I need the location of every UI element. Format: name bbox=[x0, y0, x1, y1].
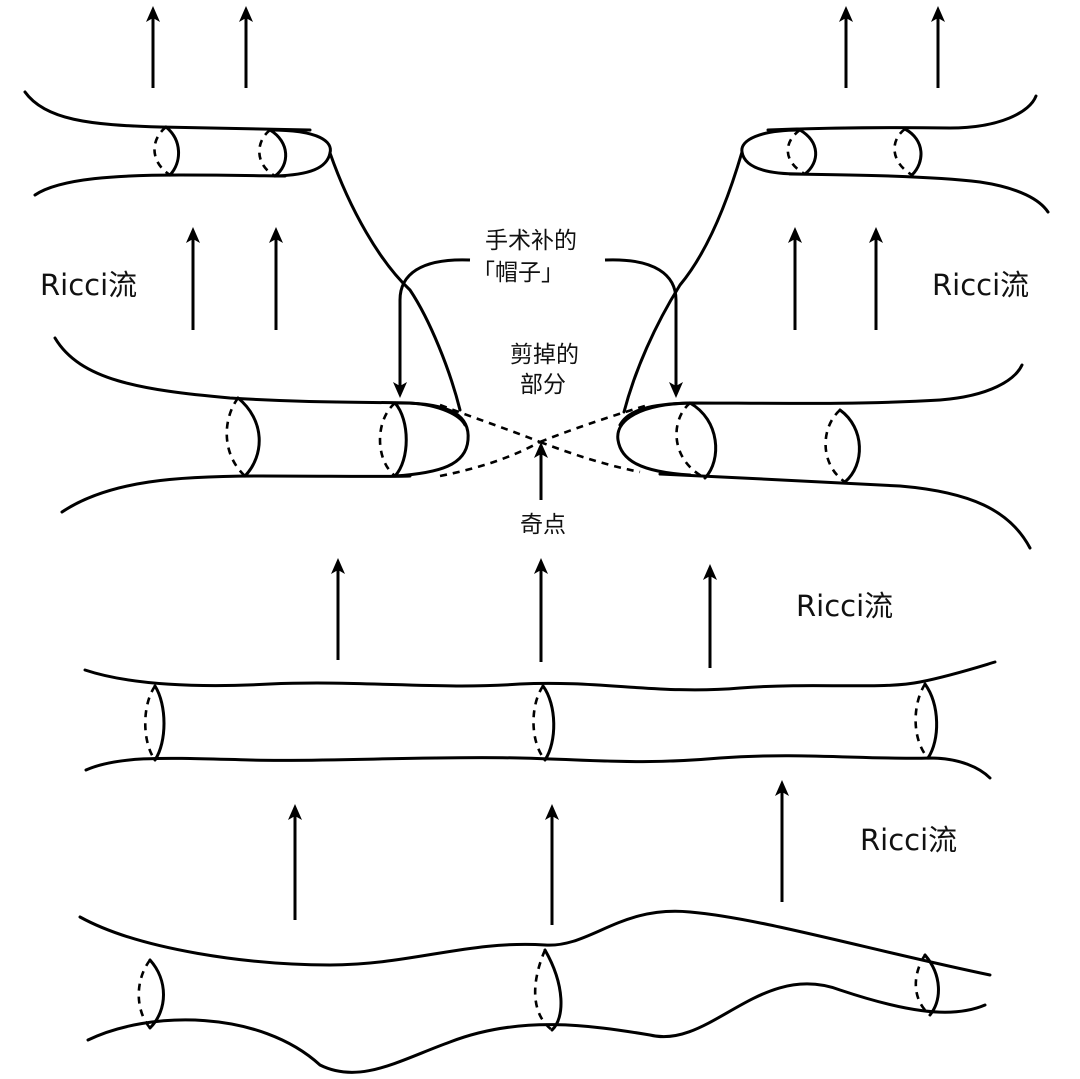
cross-section-back bbox=[533, 949, 553, 1032]
left-cap-seam-front bbox=[393, 401, 408, 478]
cut-neck-top-left bbox=[439, 403, 541, 444]
cut-part-label-line2: 部分 bbox=[520, 372, 566, 398]
right-cross-section-front bbox=[838, 408, 861, 484]
left-tube-trailing-line bbox=[328, 151, 462, 412]
ricci-flow-label-lower: Ricci流 bbox=[860, 823, 957, 857]
right-tube-top-outline bbox=[766, 94, 1038, 132]
cut-neck-top-right bbox=[539, 403, 649, 444]
right-tube-section-front bbox=[903, 127, 923, 177]
stage-separated-left-tube bbox=[23, 90, 462, 412]
surgery-cap-label-line2: 「帽子」 bbox=[472, 260, 564, 286]
left-tube-top-outline bbox=[23, 90, 312, 132]
left-cross-section-front bbox=[236, 396, 261, 478]
right-cap-end bbox=[616, 401, 692, 477]
tube-top-outline bbox=[78, 909, 992, 977]
singularity-label: 奇点 bbox=[520, 512, 566, 538]
cut-neck-bottom-left bbox=[439, 440, 541, 478]
ricci-flow-label-upper-left: Ricci流 bbox=[40, 268, 137, 302]
surgery-cap-arrow-left bbox=[393, 258, 471, 398]
cross-section-back bbox=[532, 685, 547, 761]
tube-top-outline bbox=[83, 660, 997, 692]
right-tube-section-back bbox=[786, 128, 806, 176]
left-bottom-outline bbox=[60, 474, 412, 514]
right-tube-trailing-line bbox=[622, 150, 744, 414]
left-cap-seam-back bbox=[378, 402, 396, 478]
flow-arrows-lower bbox=[288, 780, 789, 925]
right-tube-section-back bbox=[893, 127, 913, 177]
cross-section-front bbox=[148, 958, 165, 1030]
cross-section-back bbox=[914, 683, 930, 759]
right-cap-seam-front bbox=[688, 401, 718, 480]
cross-section-front bbox=[541, 684, 556, 762]
right-bottom-outline bbox=[658, 472, 1032, 550]
flow-arrows-top bbox=[146, 6, 945, 88]
stage-initial-bumpy-tube bbox=[78, 909, 992, 1074]
right-cap-seam-back bbox=[675, 402, 706, 480]
left-cap-end bbox=[393, 401, 470, 478]
flow-arrows-upper bbox=[186, 227, 883, 330]
cut-neck-bottom-right bbox=[539, 440, 641, 474]
right-tube-cap bbox=[740, 128, 802, 176]
left-cross-section-back bbox=[225, 397, 246, 477]
right-cross-section-back bbox=[824, 409, 846, 484]
stage-smoothed-tube bbox=[83, 660, 997, 780]
right-tube-bottom-outline bbox=[788, 172, 1050, 214]
left-tube-bottom-outline bbox=[33, 173, 287, 197]
cross-section-back bbox=[914, 954, 931, 1016]
left-tube-section-front bbox=[164, 125, 180, 177]
cross-section-front bbox=[153, 684, 166, 762]
left-tube-section-front bbox=[268, 128, 288, 178]
stage-pinched-neck bbox=[53, 336, 1032, 550]
left-tube-section-back bbox=[153, 125, 171, 177]
cross-section-front bbox=[543, 948, 563, 1032]
surgery-cap-arrow-right bbox=[604, 258, 683, 398]
left-top-outline bbox=[53, 336, 467, 427]
cross-section-front bbox=[923, 953, 940, 1017]
cross-section-back bbox=[143, 685, 157, 761]
cut-part-label-line1: 剪掉的 bbox=[510, 342, 579, 368]
cross-section-back bbox=[137, 959, 152, 1029]
right-tube-section-front bbox=[798, 128, 818, 176]
tube-bottom-outline bbox=[86, 982, 987, 1074]
surgery-cap-label-line1: 手术补的 bbox=[485, 228, 577, 254]
left-tube-section-back bbox=[258, 128, 276, 178]
tube-bottom-outline bbox=[84, 754, 992, 780]
flow-arrows-middle bbox=[331, 558, 717, 668]
cross-section-front bbox=[923, 682, 939, 760]
ricci-flow-label-middle: Ricci流 bbox=[796, 589, 893, 623]
ricci-flow-label-upper-right: Ricci流 bbox=[932, 268, 1029, 302]
stage-separated-right-tube bbox=[622, 94, 1050, 414]
